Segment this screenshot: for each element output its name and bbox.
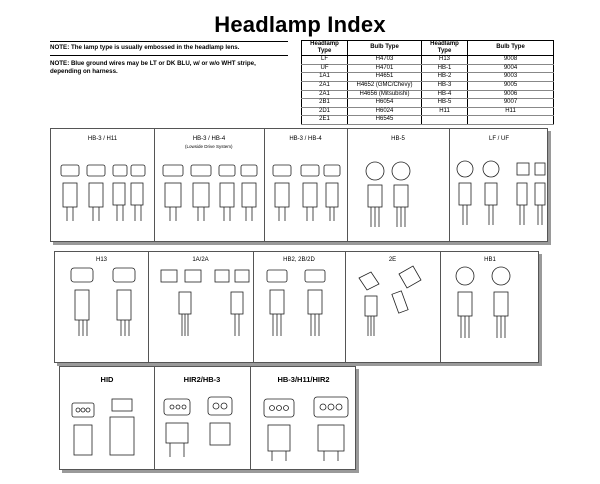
panel-label-hb3-hb4-lowside: HB-3 / HB-4 bbox=[192, 136, 226, 142]
table-cell: HB-2 bbox=[421, 72, 468, 82]
panel-label-lf-uf: LF / UF bbox=[488, 136, 509, 142]
panel-label-hid: HID bbox=[100, 375, 114, 384]
table-cell: HB-5 bbox=[421, 98, 468, 108]
note-lamp-type: NOTE: The lamp type is usually embossed … bbox=[50, 41, 288, 55]
table-cell: 9007 bbox=[467, 98, 554, 108]
table-cell: H4656 (Mitsubishi) bbox=[347, 90, 422, 100]
table-cell: 2B1 bbox=[301, 98, 348, 108]
row3-connector-drawings bbox=[71, 396, 349, 461]
panel-label-1a-2a: 1A/2A bbox=[192, 257, 209, 263]
table-cell: HB-4 bbox=[421, 90, 468, 100]
table-header-row: Headlamp Type Bulb Type Headlamp Type Bu… bbox=[301, 40, 554, 57]
row2-connector-drawings bbox=[70, 265, 511, 338]
table-cell: H13 bbox=[421, 55, 468, 65]
table-cell bbox=[421, 115, 468, 125]
panel-label-hb5: HB-5 bbox=[391, 136, 405, 142]
table-cell bbox=[467, 115, 554, 125]
headlamp-index-table: Headlamp Type Bulb Type Headlamp Type Bu… bbox=[301, 40, 554, 125]
table-cell: H4701 bbox=[347, 64, 422, 74]
table-cell: H4651 bbox=[347, 72, 422, 82]
table-cell: 2D1 bbox=[301, 107, 348, 117]
table-cell: H4703 bbox=[347, 55, 422, 65]
table-cell: HB-1 bbox=[421, 64, 468, 74]
page-title: Headlamp Index bbox=[214, 12, 386, 37]
panel-sublabel-lowside: (Lowside Drive System) bbox=[185, 144, 233, 149]
table-cell: 9008 bbox=[467, 55, 554, 65]
table-cell: 9003 bbox=[467, 72, 554, 82]
col-header: Headlamp Type bbox=[301, 40, 348, 57]
table-cell: 9006 bbox=[467, 90, 554, 100]
table-cell: LF bbox=[301, 55, 348, 65]
col-header: Bulb Type bbox=[467, 40, 554, 57]
table-cell: HB-3 bbox=[421, 81, 468, 91]
table-cell: H11 bbox=[421, 107, 468, 117]
table-cell: 2A1 bbox=[301, 90, 348, 100]
note-ground-wires: NOTE: Blue ground wires may be LT or DK … bbox=[50, 55, 288, 76]
table-cell: H6545 bbox=[347, 115, 422, 125]
panel-label-hb2-2b-2d: HB2, 2B/2D bbox=[283, 257, 315, 263]
diagram-row-3: HID HIR2/HB-3 HB-3/H11/HIR2 bbox=[59, 366, 356, 470]
table-cell: H6024 bbox=[347, 107, 422, 117]
table-cell: H11 bbox=[467, 107, 554, 117]
panel-label-hb3-hb4: HB-3 / HB-4 bbox=[289, 136, 322, 142]
panel-label-h13: H13 bbox=[95, 257, 107, 263]
table-cell: UF bbox=[301, 64, 348, 74]
col-header: Bulb Type bbox=[347, 40, 422, 57]
table-cell: 2E1 bbox=[301, 115, 348, 125]
table-cell: H6054 bbox=[347, 98, 422, 108]
col-header: Headlamp Type bbox=[421, 40, 468, 57]
diagram-row-2: H13 1A/2A HB2, 2B/2D 2E HB1 bbox=[54, 251, 539, 363]
table-cell: 9004 bbox=[467, 64, 554, 74]
row1-connector-drawings bbox=[60, 160, 546, 227]
table-cell: 1A1 bbox=[301, 72, 348, 82]
table-cell: H4652 (GMC/Chevy) bbox=[347, 81, 422, 91]
panel-label-hb1: HB1 bbox=[484, 257, 496, 263]
panel-label-2e: 2E bbox=[388, 257, 397, 263]
table-cell: 9005 bbox=[467, 81, 554, 91]
table-cell: 2A1 bbox=[301, 81, 348, 91]
diagram-row-1: HB-3 / H11 HB-3 / HB-4 (Lowside Drive Sy… bbox=[50, 128, 548, 242]
panel-label-hir2-hb3: HIR2/HB-3 bbox=[183, 375, 221, 384]
panel-label-hb3-h11: HB-3 / H11 bbox=[87, 136, 118, 142]
panel-label-hb3-h11-hir2: HB-3/H11/HIR2 bbox=[277, 375, 330, 384]
notes: NOTE: The lamp type is usually embossed … bbox=[50, 41, 288, 76]
